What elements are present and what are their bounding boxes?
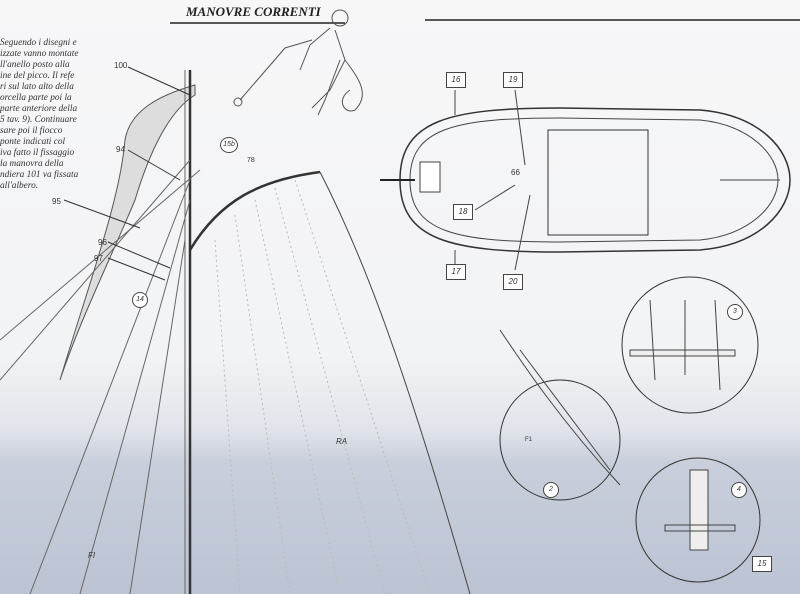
sail-seams [214, 179, 431, 594]
label-detail-4: 4 [731, 482, 747, 498]
gaff [188, 170, 321, 251]
label-16: 16 [446, 72, 466, 88]
label-14: 14 [132, 292, 148, 308]
label-95: 95 [52, 197, 61, 206]
label-detail-3: 3 [727, 304, 743, 320]
label-19: 19 [503, 72, 523, 88]
detail-3-drawing [629, 299, 736, 391]
label-18: 18 [453, 204, 473, 220]
label-96: 96 [98, 238, 107, 247]
page-title: MANOVRE CORRENTI [186, 4, 321, 19]
label-fi: FI [88, 551, 96, 560]
label-15b: 15b [220, 137, 238, 153]
flag [59, 84, 196, 381]
label-66: 66 [511, 168, 520, 177]
label-100: 100 [114, 61, 128, 70]
label-20: 20 [503, 274, 523, 290]
label-78: 78 [247, 157, 255, 164]
label-detail-2: 2 [543, 482, 559, 498]
leader-lines [63, 66, 191, 281]
detail-2-circle [499, 379, 621, 501]
photo-shadow [0, 430, 800, 594]
detail-4-circle [635, 457, 761, 583]
stays [0, 159, 201, 594]
label-15: 15 [752, 556, 772, 572]
detail-4-drawing [664, 469, 736, 551]
label-f1: F1 [525, 437, 533, 443]
label-97: 97 [94, 254, 103, 263]
sailor-figure [233, 9, 363, 116]
instructions-text: Seguendo i disegni e izzate vanno montat… [0, 38, 79, 191]
label-94: 94 [116, 145, 125, 154]
sail-leech [319, 171, 471, 594]
boat-top-view [380, 89, 791, 271]
label-ra: RA [336, 437, 348, 446]
label-17: 17 [446, 264, 466, 280]
detail-3-circle [621, 276, 759, 414]
detail-2-drawing [499, 329, 621, 486]
